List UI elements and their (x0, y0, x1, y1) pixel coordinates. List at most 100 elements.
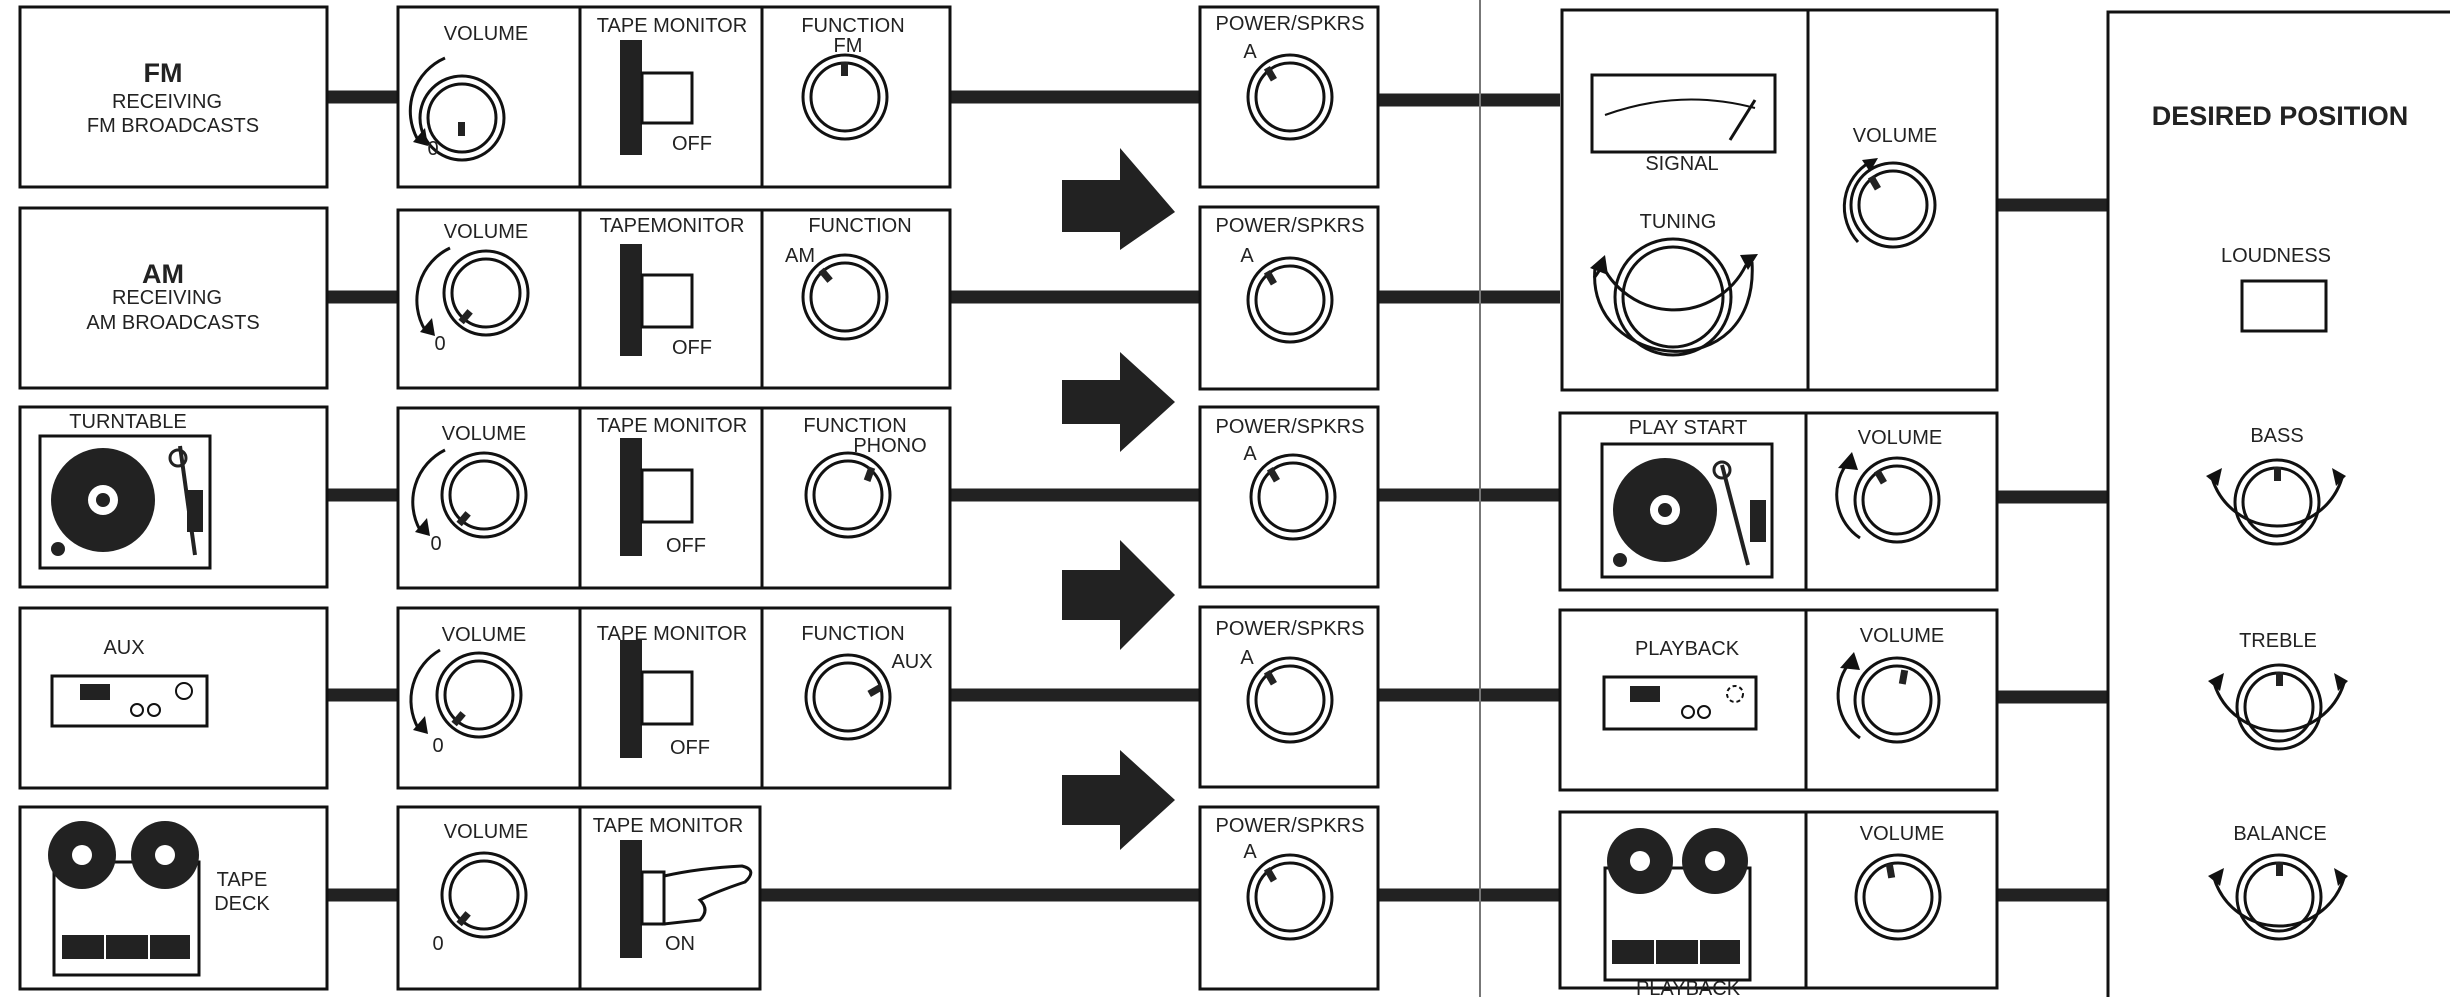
loudness-button[interactable] (2240, 279, 2328, 333)
signal-meter-icon (1590, 73, 1777, 154)
function-position-label: FM (834, 35, 863, 57)
source-am: AM RECEIVING AM BROADCASTS (18, 206, 329, 390)
volume-label: VOLUME (1853, 125, 1937, 147)
tape-monitor-switch[interactable] (620, 438, 694, 556)
tape-monitor-switch[interactable] (620, 840, 753, 958)
function-position-label: AUX (891, 651, 932, 673)
tuning-arrows-icon (1598, 259, 1748, 312)
treble-knob[interactable] (2235, 663, 2323, 751)
finger-icon (662, 864, 753, 926)
result-playback-tape: PLAYBACK VOLUME (1558, 810, 1999, 997)
power-position-label: A (1240, 245, 1254, 267)
tuning-knob[interactable] (1613, 237, 1733, 357)
arrow-right-icon (1062, 750, 1175, 850)
function-knob[interactable] (801, 53, 889, 141)
power-position-label: A (1243, 443, 1257, 465)
arrows (1062, 148, 1175, 850)
treble-label: TREBLE (2239, 630, 2317, 652)
volume-label: VOLUME (444, 821, 528, 843)
ccw-arrow-icon (408, 56, 446, 141)
aux-device-icon (50, 674, 209, 728)
tape-monitor-label: TAPE MONITOR (597, 623, 747, 645)
ccw-arrow-icon (411, 448, 446, 531)
volume-knob[interactable] (1849, 161, 1937, 249)
source-line: FM BROADCASTS (87, 115, 259, 137)
control-panel-tape: VOLUME 0 TAPE MONITOR ON (396, 805, 762, 991)
balance-knob[interactable] (2235, 853, 2323, 941)
power-knob[interactable] (1246, 53, 1334, 141)
power-position-label: A (1243, 41, 1257, 63)
source-title: TAPE (217, 869, 268, 891)
power-position-label: A (1240, 647, 1254, 669)
tape-state-label: OFF (672, 337, 712, 359)
reel-to-reel-icon (1603, 828, 1752, 982)
power-position-label: A (1243, 841, 1257, 863)
volume-knob[interactable] (435, 651, 523, 739)
volume-zero-label: 0 (430, 533, 441, 555)
volume-label: VOLUME (1860, 823, 1944, 845)
volume-knob[interactable] (440, 851, 528, 939)
source-turntable: TURNTABLE (18, 405, 329, 589)
bidirectional-arrow-icon (2212, 877, 2346, 928)
result-label: PLAY START (1629, 417, 1748, 439)
tuning-label: TUNING (1640, 211, 1717, 233)
volume-zero-label: 0 (434, 333, 445, 355)
volume-knob[interactable] (1854, 853, 1942, 941)
power-knob[interactable] (1246, 656, 1334, 744)
function-label: FUNCTION (803, 415, 906, 437)
aux-device-icon (1602, 675, 1758, 731)
volume-knob[interactable] (440, 451, 528, 539)
cw-arrow-icon (1835, 464, 1861, 540)
bidirectional-arrow-icon (2210, 477, 2344, 528)
result-label: PLAYBACK (1635, 638, 1740, 660)
volume-label: VOLUME (442, 624, 526, 646)
power-label: POWER/SPKRS (1216, 215, 1365, 237)
arrow-right-icon (1062, 148, 1175, 250)
source-line: RECEIVING (112, 287, 222, 309)
power-label: POWER/SPKRS (1216, 416, 1365, 438)
volume-knob[interactable] (1853, 456, 1941, 544)
volume-knob[interactable] (418, 74, 506, 162)
power-label: POWER/SPKRS (1216, 13, 1365, 35)
balance-label: BALANCE (2233, 823, 2326, 845)
power-knob[interactable] (1249, 453, 1337, 541)
control-panel-aux: VOLUME 0 TAPE MONITOR OFF FUNCTION AUX (396, 606, 952, 790)
tape-monitor-switch[interactable] (620, 244, 694, 356)
volume-zero-label: 0 (432, 735, 443, 757)
desired-position-panel: DESIRED POSITION LOUDNESS BASS TREBLE BA… (2106, 10, 2450, 997)
bass-knob[interactable] (2233, 458, 2321, 546)
power-knob[interactable] (1246, 853, 1334, 941)
function-knob[interactable] (804, 653, 892, 741)
power-label: POWER/SPKRS (1216, 618, 1365, 640)
power-knob[interactable] (1246, 256, 1334, 344)
volume-knob[interactable] (1853, 656, 1941, 744)
source-title: TURNTABLE (69, 411, 186, 433)
tape-monitor-switch[interactable] (620, 40, 694, 155)
tape-state-label: OFF (666, 535, 706, 557)
power-label: POWER/SPKRS (1216, 815, 1365, 837)
volume-knob[interactable] (442, 249, 530, 337)
result-playback-aux: PLAYBACK VOLUME (1558, 608, 1999, 792)
function-knob[interactable] (804, 451, 892, 539)
control-panel-fm: VOLUME 0 TAPE MONITOR OFF FUNCTION FM (396, 5, 952, 189)
volume-label: VOLUME (442, 423, 526, 445)
control-panel-phono: VOLUME 0 TAPE MONITOR OFF FUNCTION PHONO (396, 406, 952, 590)
tape-monitor-switch[interactable] (620, 640, 694, 758)
function-position-label: AM (785, 245, 815, 267)
source-line: RECEIVING (112, 91, 222, 113)
source-fm: FM RECEIVING FM BROADCASTS (18, 5, 329, 189)
arrow-right-icon (1062, 540, 1175, 650)
function-label: FUNCTION (808, 215, 911, 237)
tape-monitor-label: TAPE MONITOR (597, 415, 747, 437)
loudness-label: LOUDNESS (2221, 245, 2331, 267)
source-tape-deck: TAPE DECK (18, 805, 329, 991)
cw-arrow-icon (1842, 160, 1871, 244)
source-aux: AUX (18, 606, 329, 790)
function-knob[interactable] (801, 253, 889, 341)
tape-state-label: OFF (672, 133, 712, 155)
result-play-start: PLAY START VOLUME (1558, 411, 1999, 592)
volume-label: VOLUME (1858, 427, 1942, 449)
volume-label: VOLUME (444, 23, 528, 45)
ccw-arrow-icon (415, 246, 451, 331)
signal-wires (325, 90, 2108, 902)
